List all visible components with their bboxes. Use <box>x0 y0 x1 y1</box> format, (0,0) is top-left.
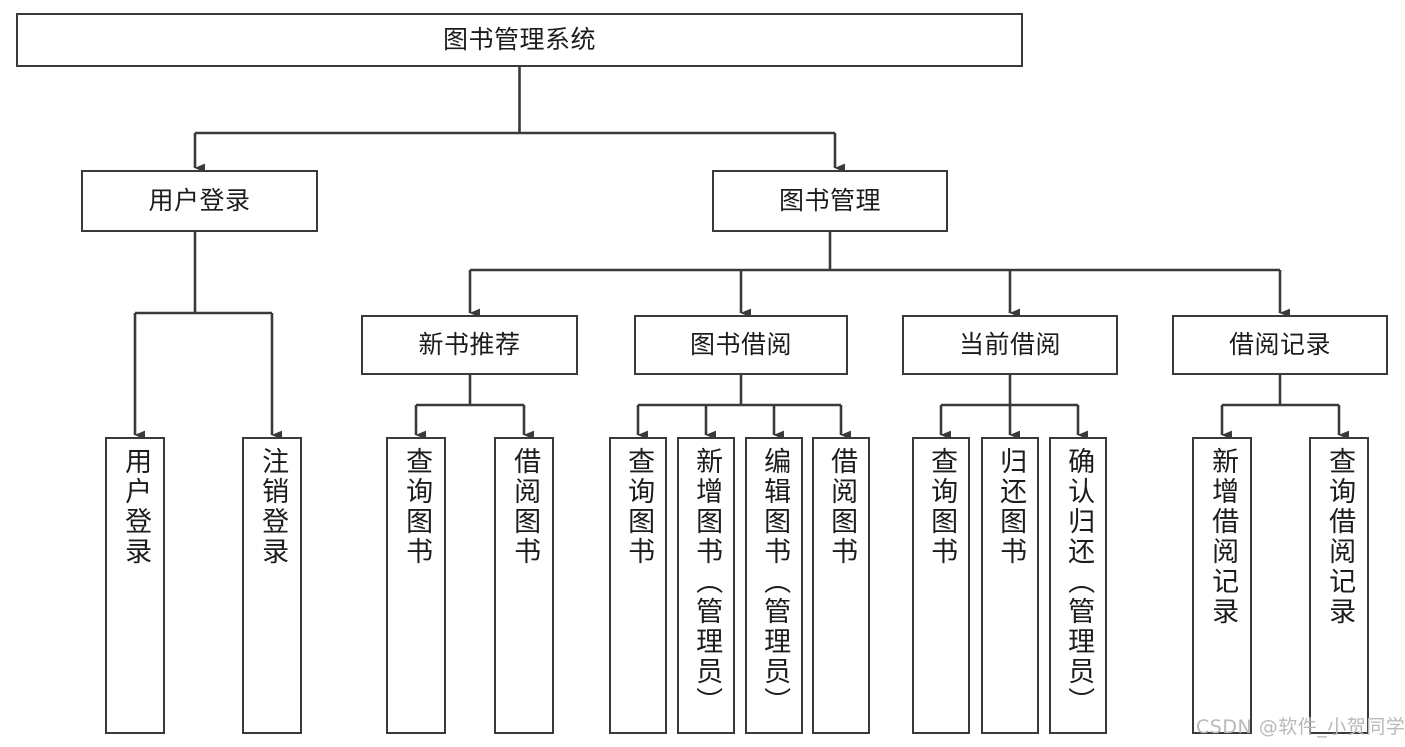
leaf-label: 查询图书 <box>401 447 433 567</box>
leaf-label: 新增借阅记录 <box>1207 447 1239 627</box>
leaf-return-book[interactable]: 归还图书 <box>981 437 1039 734</box>
node-current-borrow[interactable]: 当前借阅 <box>902 315 1118 375</box>
node-label: 用户登录 <box>148 186 251 216</box>
node-label: 当前借阅 <box>958 330 1061 360</box>
node-label: 图书借阅 <box>689 330 792 360</box>
leaf-logout[interactable]: 注销登录 <box>242 437 302 734</box>
node-label: 图书管理系统 <box>442 25 596 55</box>
leaf-label: 新增图书（管理员） <box>691 447 723 717</box>
node-label: 新书推荐 <box>418 330 521 360</box>
csdn-watermark: CSDN @软件_小贺同学 <box>1196 716 1405 738</box>
leaf-label: 借阅图书 <box>509 447 541 567</box>
leaf-borrow-book[interactable]: 借阅图书 <box>812 437 870 734</box>
leaf-label: 注销登录 <box>257 447 289 567</box>
node-label: 借阅记录 <box>1228 330 1331 360</box>
leaf-label: 归还图书 <box>995 447 1027 567</box>
node-new-book-recommend[interactable]: 新书推荐 <box>361 315 578 375</box>
leaf-borrow-book-new[interactable]: 借阅图书 <box>494 437 554 734</box>
node-borrow-records[interactable]: 借阅记录 <box>1172 315 1388 375</box>
leaf-query-book-borrow[interactable]: 查询图书 <box>609 437 667 734</box>
leaf-query-borrow-record[interactable]: 查询借阅记录 <box>1309 437 1369 734</box>
leaf-label: 用户登录 <box>120 447 152 567</box>
node-book-borrow[interactable]: 图书借阅 <box>634 315 848 375</box>
node-book-management[interactable]: 图书管理 <box>712 170 948 232</box>
leaf-label: 查询图书 <box>926 447 958 567</box>
leaf-user-login[interactable]: 用户登录 <box>105 437 165 734</box>
leaf-query-book-new[interactable]: 查询图书 <box>386 437 446 734</box>
leaf-confirm-return-admin[interactable]: 确认归还（管理员） <box>1049 437 1107 734</box>
node-label: 图书管理 <box>778 186 881 216</box>
node-user-login[interactable]: 用户登录 <box>81 170 318 232</box>
leaf-query-book-current[interactable]: 查询图书 <box>912 437 970 734</box>
leaf-label: 确认归还（管理员） <box>1063 447 1095 717</box>
node-root-book-management-system[interactable]: 图书管理系统 <box>16 13 1023 67</box>
leaf-edit-book-admin[interactable]: 编辑图书（管理员） <box>745 437 803 734</box>
leaf-label: 借阅图书 <box>826 447 858 567</box>
leaf-add-book-admin[interactable]: 新增图书（管理员） <box>677 437 735 734</box>
leaf-label: 查询借阅记录 <box>1324 447 1356 627</box>
leaf-label: 编辑图书（管理员） <box>759 447 791 717</box>
leaf-add-borrow-record[interactable]: 新增借阅记录 <box>1192 437 1252 734</box>
leaf-label: 查询图书 <box>623 447 655 567</box>
